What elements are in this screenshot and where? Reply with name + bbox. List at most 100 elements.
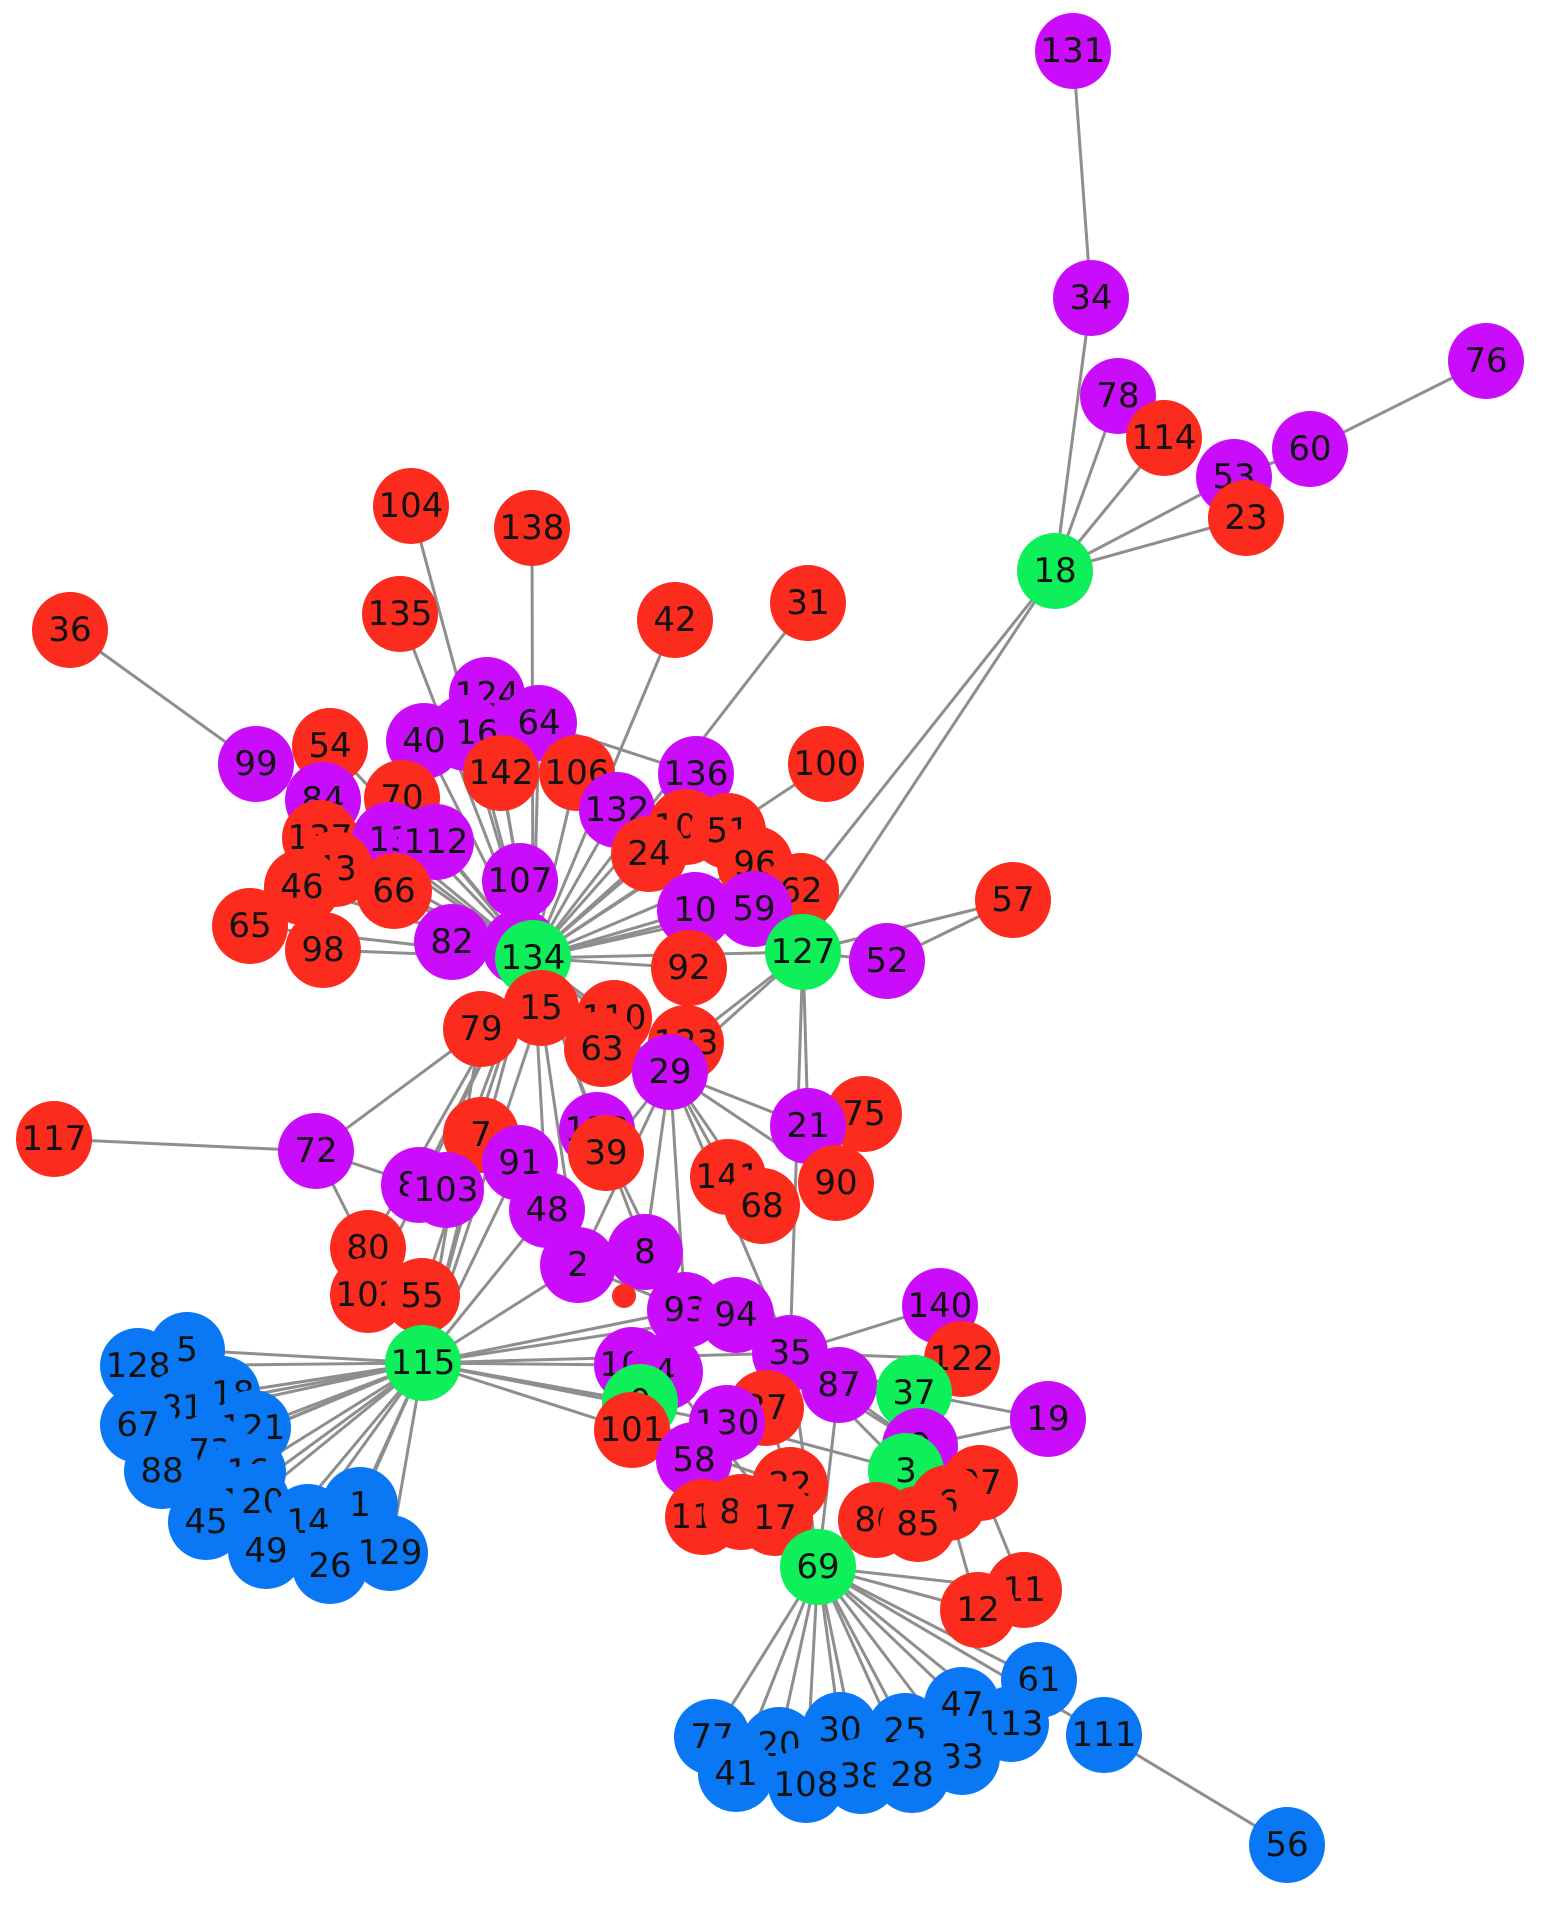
node-63: 63	[564, 1011, 640, 1087]
node-57: 57	[975, 862, 1051, 938]
edge-115-5	[186, 1348, 424, 1365]
node-circle-72	[278, 1113, 354, 1189]
edge-29-93	[668, 1071, 687, 1311]
node-circle-42	[637, 582, 713, 658]
node-circle-36	[32, 592, 108, 668]
node-circle-107	[482, 843, 558, 919]
edge-18-62	[799, 570, 1057, 892]
node-39: 39	[568, 1115, 644, 1191]
node-104: 104	[373, 468, 449, 544]
node-34: 34	[1053, 260, 1129, 336]
node-circle-142	[463, 735, 539, 811]
node-circle-87	[801, 1347, 877, 1423]
node-circle-79	[443, 991, 519, 1067]
node-82: 82	[414, 904, 490, 980]
node-55: 55	[384, 1258, 460, 1334]
node-circle-34	[1053, 260, 1129, 336]
node-circle-2	[540, 1227, 616, 1303]
node-circle-69	[780, 1529, 856, 1605]
node-circle-85	[880, 1486, 956, 1562]
node-135: 135	[362, 576, 438, 652]
node-circle-58	[656, 1422, 732, 1498]
node-circle-49	[228, 1513, 304, 1589]
node-127: 127	[765, 914, 841, 990]
node-117: 117	[16, 1101, 92, 1177]
node-circle-114	[1126, 400, 1202, 476]
node-circle-59	[716, 871, 792, 947]
node-circle-138	[494, 490, 570, 566]
node-circle-8	[607, 1214, 683, 1290]
node-115: 115	[385, 1325, 461, 1401]
node-circle-unlabeled	[612, 1284, 636, 1308]
node-138: 138	[494, 490, 570, 566]
node-56: 56	[1249, 1807, 1325, 1883]
node-circle-68	[724, 1168, 800, 1244]
edge-115-93	[422, 1308, 686, 1365]
node-circle-63	[564, 1011, 640, 1087]
node-68: 68	[724, 1168, 800, 1244]
node-52: 52	[849, 923, 925, 999]
node-circle-90	[798, 1145, 874, 1221]
node-111: 111	[1066, 1697, 1142, 1773]
node-circle-12	[940, 1572, 1016, 1648]
node-12: 12	[940, 1572, 1016, 1648]
node-circle-117	[16, 1101, 92, 1177]
node-72: 72	[278, 1113, 354, 1189]
node-114: 114	[1126, 400, 1202, 476]
node-circle-15	[503, 970, 579, 1046]
node-circle-111	[1066, 1697, 1142, 1773]
node-90: 90	[798, 1145, 874, 1221]
node-31: 31	[770, 565, 846, 641]
node-circle-66	[356, 853, 432, 929]
node-circle-115	[385, 1325, 461, 1401]
node-circle-92	[651, 930, 727, 1006]
node-66: 66	[356, 853, 432, 929]
node-41: 41	[698, 1736, 774, 1812]
edge-69-61	[817, 1565, 1040, 1682]
node-circle-23	[1208, 480, 1284, 556]
node-circle-39	[568, 1115, 644, 1191]
node-60: 60	[1272, 411, 1348, 487]
node-circle-101	[594, 1392, 670, 1468]
node-85: 85	[880, 1486, 956, 1562]
node-circle-94	[698, 1277, 774, 1353]
node-36: 36	[32, 592, 108, 668]
node-circle-45	[168, 1484, 244, 1560]
node-108: 108	[768, 1747, 844, 1823]
node-100: 100	[788, 726, 864, 802]
node-circle-98	[285, 912, 361, 988]
node-23: 23	[1208, 480, 1284, 556]
node-circle-135	[362, 576, 438, 652]
node-circle-52	[849, 923, 925, 999]
node-circle-41	[698, 1736, 774, 1812]
node-circle-29	[632, 1034, 708, 1110]
node-circle-28	[874, 1737, 950, 1813]
node-circle-100	[788, 726, 864, 802]
node-42: 42	[637, 582, 713, 658]
node-circle-46	[264, 849, 340, 925]
edge-131-34	[1071, 50, 1093, 299]
node-circle-65	[212, 888, 288, 964]
node-87: 87	[801, 1347, 877, 1423]
node-circle-108	[768, 1747, 844, 1823]
node-92: 92	[651, 930, 727, 1006]
node-2: 2	[540, 1227, 616, 1303]
node-76: 76	[1448, 323, 1524, 399]
node-unlabeled	[612, 1284, 636, 1308]
node-circle-40	[386, 703, 462, 779]
node-circle-82	[414, 904, 490, 980]
edge-117-72	[53, 1137, 317, 1153]
node-142: 142	[463, 735, 539, 811]
node-circle-31	[770, 565, 846, 641]
node-18: 18	[1017, 533, 1093, 609]
edge-34-18	[1053, 297, 1093, 572]
node-circle-57	[975, 862, 1051, 938]
node-circle-60	[1272, 411, 1348, 487]
node-circle-88	[124, 1433, 200, 1509]
node-circle-102	[330, 1257, 406, 1333]
node-131: 131	[1035, 13, 1111, 89]
node-49: 49	[228, 1513, 304, 1589]
node-19: 19	[1010, 1381, 1086, 1457]
